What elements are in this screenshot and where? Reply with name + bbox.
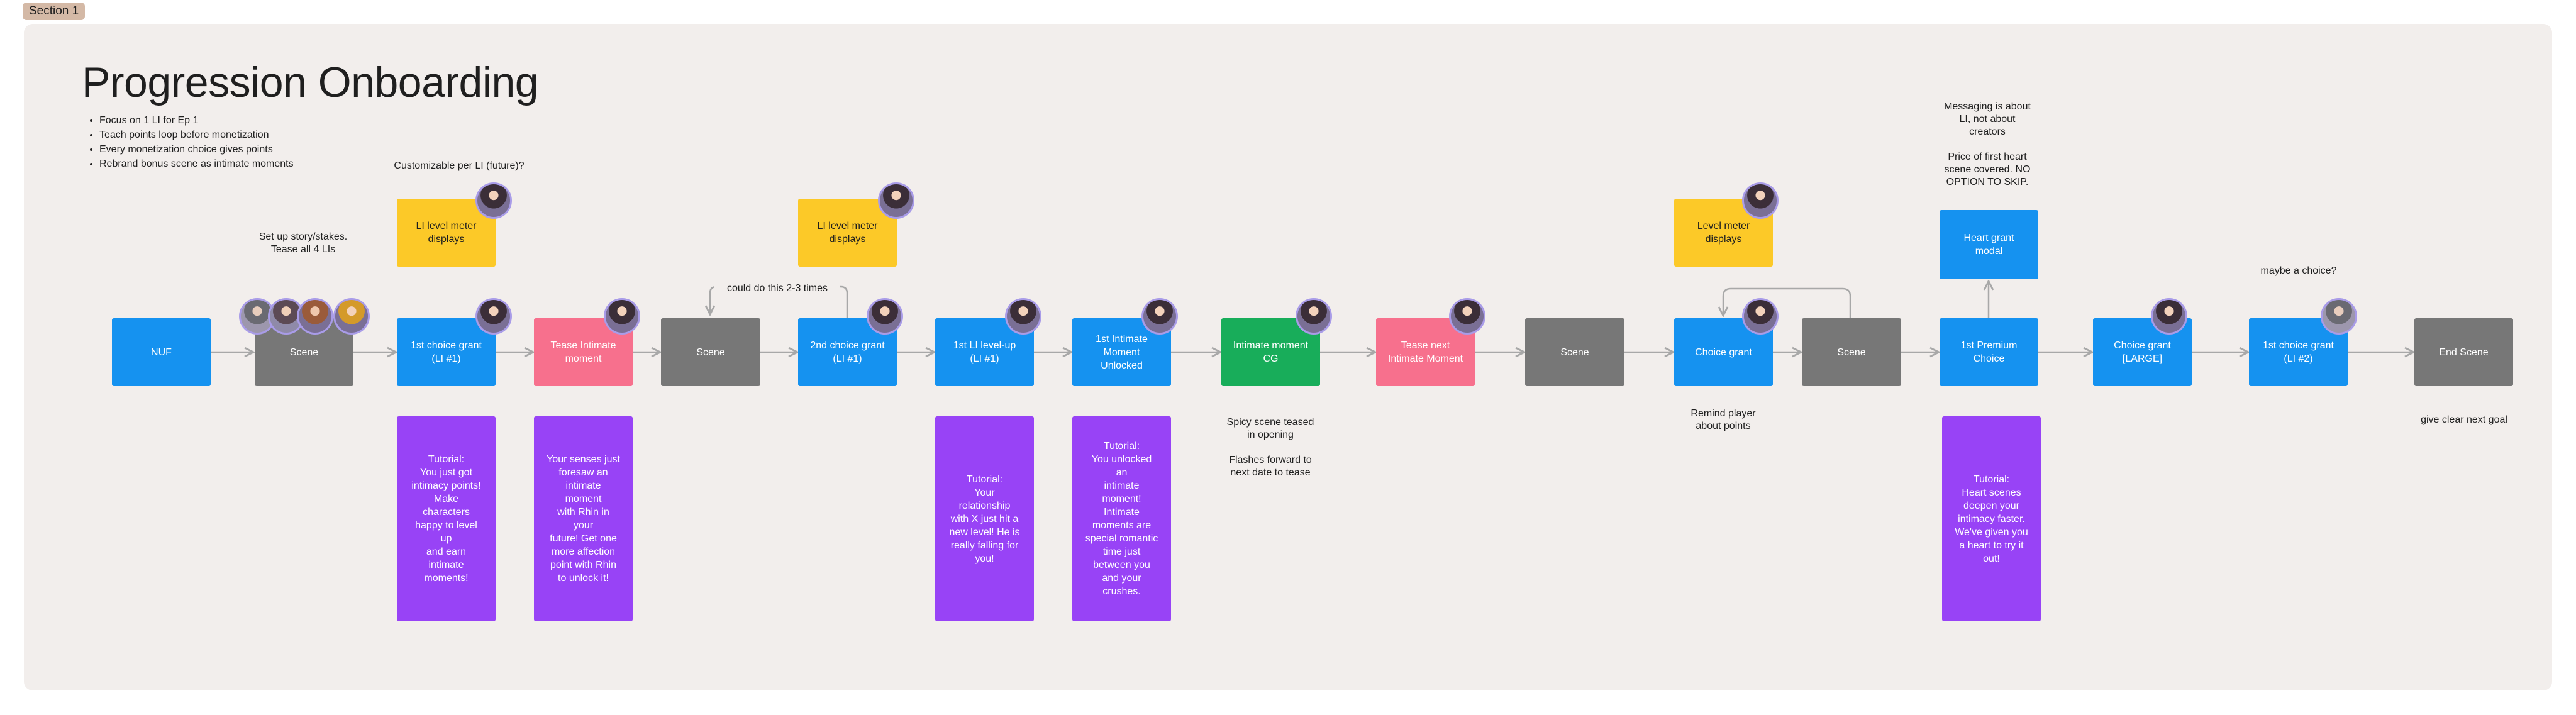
section-label[interactable]: Section 1 (23, 3, 86, 20)
intimate-unlocked-node[interactable]: 1st Intimate Moment Unlocked (1072, 318, 1171, 386)
character-avatar (1742, 298, 1779, 335)
character-avatar (333, 298, 370, 335)
tutorial-card[interactable]: Tutorial: Your relationship with X just … (935, 416, 1034, 621)
goal-item: Focus on 1 LI for Ep 1 (99, 113, 294, 128)
tutorial-card[interactable]: Tutorial: You just got intimacy points! … (397, 416, 496, 621)
end-scene-node[interactable]: End Scene (2414, 318, 2513, 386)
character-avatar (1296, 298, 1332, 335)
setup-note: Set up story/stakes. Tease all 4 LIs (258, 231, 348, 255)
spicy-note: Spicy scene teased in opening Flashes fo… (1226, 417, 1314, 478)
character-avatar (604, 298, 640, 335)
choice-grant-node[interactable]: 1st choice grant (LI #1) (397, 318, 496, 386)
character-avatar (2151, 298, 2187, 335)
character-avatar (1005, 298, 1041, 335)
character-avatar (297, 298, 333, 335)
goal-note: give clear next goal (2421, 414, 2507, 425)
loop-note: could do this 2-3 times (714, 282, 840, 295)
tutorial-card[interactable]: Tutorial: Heart scenes deepen your intim… (1942, 416, 2041, 621)
customizable-note: Customizable per LI (future)? (394, 160, 525, 171)
level-meter-node[interactable]: LI level meter displays (397, 199, 496, 267)
nuf-node[interactable]: NUF (112, 318, 211, 386)
messaging-note: Messaging is about LI, not about creator… (1944, 101, 2031, 187)
page-title: Progression Onboarding (82, 58, 539, 106)
character-avatar (1141, 298, 1178, 335)
goal-item: Every monetization choice gives points (99, 142, 294, 157)
character-avatar (475, 182, 512, 219)
scene-node[interactable]: Scene (1525, 318, 1624, 386)
character-avatar (878, 182, 914, 219)
premium-choice-node[interactable]: 1st Premium Choice (1940, 318, 2038, 386)
goal-item: Teach points loop before monetization (99, 128, 294, 142)
character-avatar (1742, 182, 1779, 219)
loop-arrow (1723, 287, 1852, 318)
character-avatar (2321, 298, 2357, 335)
choice-grant-li2-node[interactable]: 1st choice grant (LI #2) (2249, 318, 2348, 386)
goal-item: Rebrand bonus scene as intimate moments (99, 157, 294, 171)
scene-node[interactable]: Scene (661, 318, 760, 386)
heart-modal-node[interactable]: Heart grant modal (1940, 210, 2038, 279)
maybe-choice-note: maybe a choice? (2260, 265, 2337, 276)
tutorial-card[interactable]: Your senses just foresaw an intimate mom… (534, 416, 633, 621)
scene-node[interactable]: Scene (1802, 318, 1901, 386)
tutorial-card[interactable]: Tutorial: You unlocked an intimate momen… (1072, 416, 1171, 621)
goals-list: Focus on 1 LI for Ep 1 Teach points loop… (88, 113, 294, 171)
character-avatar (1449, 298, 1485, 335)
character-avatar (475, 298, 512, 335)
remind-note: Remind player about points (1690, 408, 1756, 431)
choice-grant-node[interactable]: 2nd choice grant (LI #1) (798, 318, 897, 386)
character-avatar (867, 298, 903, 335)
